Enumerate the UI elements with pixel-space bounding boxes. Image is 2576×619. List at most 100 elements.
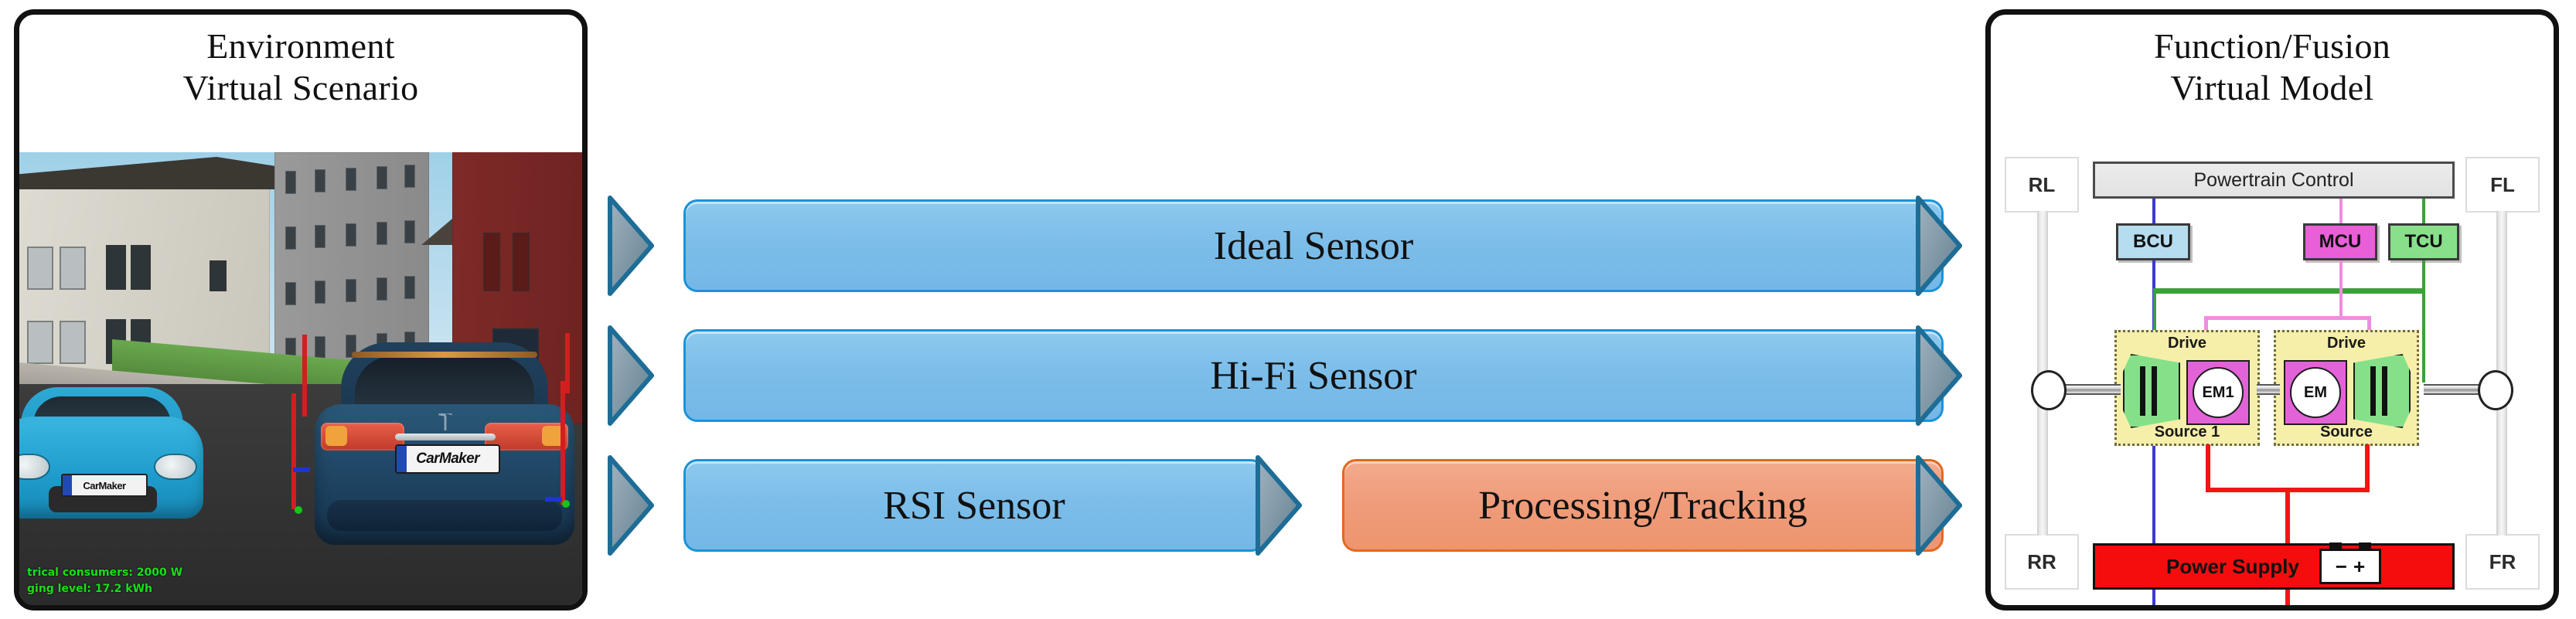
marker-horizontal — [293, 468, 310, 472]
arrow-rsi-to-processing — [1256, 454, 1302, 556]
wire-pink-bus — [2204, 316, 2371, 320]
wire-mcu-control — [2339, 199, 2343, 223]
ecu-bcu[interactable]: BCU — [2116, 223, 2190, 260]
motor-symbol: EM1 — [2193, 367, 2244, 418]
window — [315, 169, 325, 192]
wire-tcu-down — [2422, 260, 2425, 291]
source-label: Source 1 — [2154, 423, 2220, 440]
environment-title-line2: Virtual Scenario — [182, 68, 419, 108]
window — [106, 245, 126, 290]
window — [404, 165, 415, 188]
function-fusion-panel: Function/Fusion Virtual Model RL FL RR F… — [1985, 9, 2559, 610]
marker-point — [562, 500, 570, 508]
battery-icon: − + — [2319, 542, 2381, 584]
window — [315, 225, 325, 248]
marker-vertical — [302, 335, 307, 417]
source-label: Source — [2320, 423, 2373, 440]
corner-label-rear-left: RL — [2005, 157, 2079, 213]
corner-label-front-left: FL — [2465, 157, 2540, 213]
wire-green-bus — [2153, 288, 2425, 294]
environment-panel-title: Environment Virtual Scenario — [19, 26, 582, 110]
virtual-scenario-viewport: CarMaker CarMaker — [19, 152, 582, 605]
arrow-ideal-sensor-to-model — [1916, 195, 1962, 297]
gear-bars — [2140, 366, 2163, 416]
powertrain-control-block[interactable]: Powertrain Control — [2093, 162, 2455, 199]
license-plate: CarMaker — [395, 444, 500, 474]
window — [404, 276, 415, 299]
battery-plus: + — [2353, 554, 2366, 578]
vehicle-architecture-diagram: RL FL RR FR Powertrain Control BCU MCU T… — [2002, 151, 2543, 605]
ecu-tcu[interactable]: TCU — [2388, 223, 2459, 260]
spoiler — [352, 352, 537, 358]
function-title-line2: Virtual Model — [2170, 68, 2374, 108]
wire-hv-drive2 — [2365, 444, 2370, 492]
battery-minus: − — [2335, 554, 2347, 578]
window — [27, 321, 53, 364]
electric-machine-left: EM1 — [2186, 360, 2250, 425]
window — [285, 171, 296, 194]
corner-label-rear-right: RR — [2005, 534, 2079, 590]
power-supply-label: Power Supply — [2166, 554, 2299, 578]
window — [404, 220, 415, 243]
wheel-hub-right — [2478, 370, 2513, 410]
chrome-trim — [395, 434, 496, 440]
environment-panel: Environment Virtual Scenario — [14, 9, 588, 610]
wire-bcu-control — [2152, 199, 2155, 223]
drive-label: Drive — [2326, 335, 2366, 352]
window — [346, 279, 356, 302]
wire-green-to-drive2 — [2422, 291, 2425, 383]
wire-hv-drive1 — [2206, 444, 2210, 492]
window — [315, 281, 325, 304]
window — [513, 233, 530, 291]
marker-point — [295, 506, 302, 514]
wheel-hub-left — [2031, 370, 2067, 410]
processing-tracking-block[interactable]: Processing/Tracking — [1342, 459, 1944, 552]
drive-unit-right: Drive EM Source — [2274, 330, 2419, 446]
arrow-env-to-ideal-sensor — [608, 195, 654, 297]
window — [210, 260, 227, 291]
window — [377, 277, 387, 301]
function-panel-title: Function/Fusion Virtual Model — [1991, 26, 2554, 110]
window — [377, 166, 387, 189]
ego-vehicle: CarMaker — [315, 342, 574, 574]
window — [285, 282, 296, 305]
hifi-sensor-block[interactable]: Hi-Fi Sensor — [683, 329, 1944, 422]
marker-vertical — [561, 381, 565, 505]
indicator-lamp — [542, 426, 564, 446]
half-shaft-right — [2424, 384, 2482, 395]
window — [346, 168, 356, 191]
ecu-mcu[interactable]: MCU — [2303, 223, 2377, 260]
drive-label: Drive — [2167, 335, 2207, 352]
marker-vertical — [565, 333, 570, 393]
headlight-right — [155, 455, 196, 478]
connecting-shaft — [2257, 384, 2280, 395]
hud-charging-level: ging level: 17.2 kWh — [27, 583, 153, 595]
motor-symbol: EM — [2290, 367, 2341, 418]
oncoming-vehicle: CarMaker — [19, 384, 203, 539]
ideal-sensor-block[interactable]: Ideal Sensor — [683, 199, 1944, 292]
environment-title-line1: Environment — [206, 26, 395, 66]
power-supply-block[interactable]: Power Supply − + — [2093, 542, 2455, 590]
corner-label-front-right: FR — [2465, 534, 2540, 590]
indicator-lamp — [325, 426, 347, 446]
scenario-hud: trical consumers: 2000 W ging level: 17.… — [27, 565, 182, 597]
window — [60, 321, 86, 364]
electric-machine-right: EM — [2284, 360, 2347, 425]
window — [60, 247, 86, 290]
marker-horizontal — [545, 497, 562, 502]
arrow-hifi-sensor-to-model — [1916, 325, 1962, 427]
window — [346, 223, 356, 247]
window — [377, 222, 387, 245]
rear-bumper — [327, 500, 562, 531]
window — [483, 233, 500, 291]
taillight-left — [321, 423, 404, 451]
arrow-env-to-rsi-sensor — [608, 454, 654, 556]
marker-vertical — [291, 393, 296, 509]
window — [285, 226, 296, 250]
hud-electrical-consumers: trical consumers: 2000 W — [27, 566, 183, 579]
wire-tcu-control — [2422, 199, 2425, 223]
wire-mcu-down — [2339, 260, 2343, 319]
license-plate: CarMaker — [61, 474, 148, 497]
arrow-processing-to-model — [1916, 454, 1962, 556]
rsi-sensor-block[interactable]: RSI Sensor — [683, 459, 1265, 552]
